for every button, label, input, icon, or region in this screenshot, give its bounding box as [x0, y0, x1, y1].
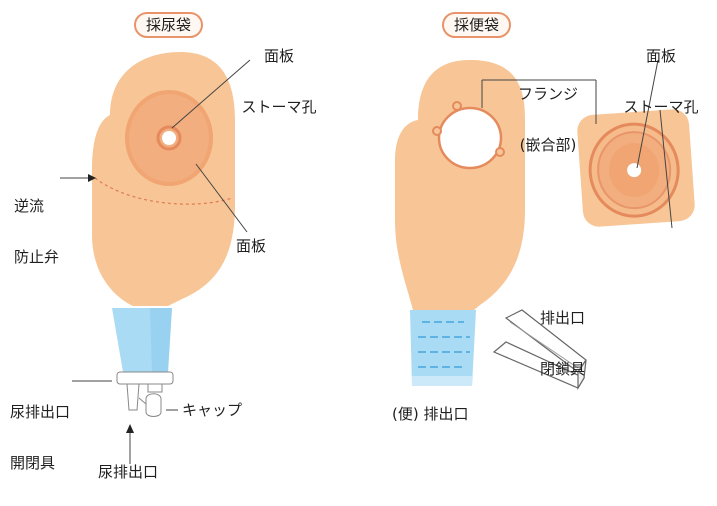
- flange-label-line1: フランジ: [517, 85, 578, 103]
- urine-drain-tube-shade: [150, 308, 172, 372]
- urine-stoma-hole: [162, 131, 176, 145]
- fecal-outlet-bottom: [412, 376, 472, 386]
- outlet-closure-label-line1: 尿排出口: [10, 403, 71, 421]
- urine-stoma-label-line1: 面板: [263, 47, 294, 65]
- fecal-stoma-label: 面板 ストーマ孔: [618, 14, 704, 150]
- urine-pouch: [60, 52, 251, 464]
- flange-tab-left: [432, 126, 442, 136]
- urine-cap-strap: [138, 397, 147, 405]
- leader-check-valve-arrow: [88, 174, 96, 182]
- urine-cap: [145, 393, 162, 417]
- fecal-stoma-label-line1: 面板: [645, 47, 676, 65]
- flange-tab-right: [495, 147, 505, 157]
- urine-stoma-ring: [156, 125, 182, 151]
- clamp-label-line1: 排出口: [540, 309, 586, 327]
- flange-label-line2: (嵌合部): [519, 136, 577, 154]
- fecal-stoma-label-line2: ストーマ孔: [623, 98, 699, 116]
- urine-outlet-label: 尿排出口: [98, 463, 159, 481]
- fecal-outlet: [410, 310, 476, 386]
- leader-right-faceplate: [659, 109, 673, 229]
- check-valve-label-line1: 逆流: [14, 197, 45, 215]
- urine-faceplate-label: 面板: [236, 237, 267, 255]
- fecal-pouch: [395, 59, 695, 391]
- separate-faceplate: [577, 109, 695, 227]
- ostomy-pouch-diagram: 採尿袋 面板 ストーマ孔 逆流 防止弁 面板 尿排出口 開閉具 キャップ 尿排出…: [10, 12, 704, 481]
- clamp-label: 排出口 閉鎖具: [540, 276, 585, 412]
- outlet-closure-label-line2: 開閉具: [10, 454, 56, 472]
- urine-outlet-spout: [126, 383, 140, 411]
- flange-ring: [437, 106, 503, 170]
- clamp-label-line2: 閉鎖具: [540, 360, 586, 378]
- leader-outlet-arrow: [126, 424, 134, 433]
- leader-right-stoma: [636, 59, 659, 169]
- diagram-artwork: [60, 52, 695, 464]
- urine-stoma-label: 面板 ストーマ孔: [236, 14, 322, 150]
- urine-pouch-title: 採尿袋: [134, 12, 204, 38]
- outlet-closure-label: 尿排出口 開閉具: [10, 370, 70, 506]
- cap-label: キャップ: [182, 401, 243, 419]
- fecal-pouch-title: 採便袋: [442, 12, 512, 38]
- flange-label: フランジ (嵌合部): [498, 52, 598, 188]
- outlet-clamp: [492, 309, 587, 391]
- check-valve-label: 逆流 防止弁: [14, 164, 59, 300]
- fecal-outlet-label: (便) 排出口: [392, 405, 469, 423]
- check-valve-line: [94, 177, 233, 205]
- flange-tab-top: [452, 101, 462, 111]
- leader-stoma: [171, 59, 251, 129]
- check-valve-label-line2: 防止弁: [14, 248, 60, 266]
- outlet-closure-tab: [147, 383, 163, 393]
- leader-faceplate: [195, 163, 248, 233]
- urine-stoma-label-line2: ストーマ孔: [241, 98, 317, 116]
- outlet-closure: [116, 371, 174, 385]
